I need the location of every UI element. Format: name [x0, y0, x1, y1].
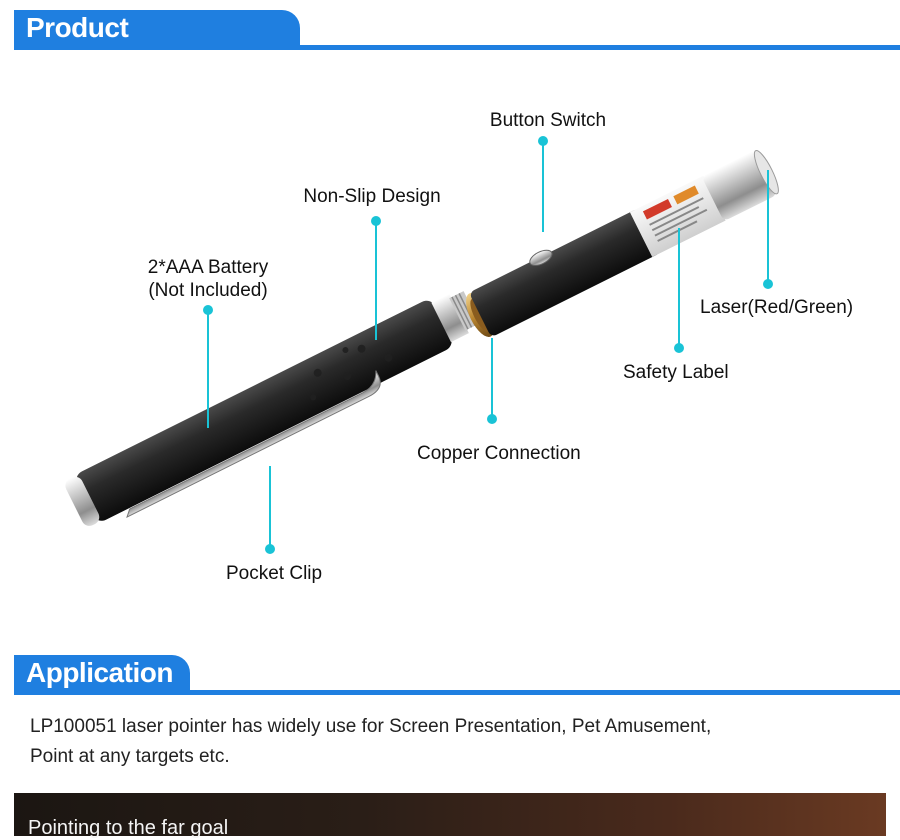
- callout-dot: [674, 343, 684, 353]
- callout-non-slip-design: Non-Slip Design: [303, 186, 441, 207]
- callout-dot: [265, 544, 275, 554]
- callout-dot: [487, 414, 497, 424]
- application-title: Application: [14, 655, 190, 691]
- callout-button-switch: Button Switch: [489, 110, 607, 131]
- application-description: LP100051 laser pointer has widely use fo…: [30, 712, 850, 772]
- callout-leader: [767, 170, 769, 282]
- header-rule: [14, 690, 900, 695]
- callout-battery-line1: 2*AAA Battery: [147, 257, 269, 278]
- callout-battery: 2*AAA Battery (Not Included): [138, 256, 278, 302]
- callout-laser: Laser(Red/Green): [700, 297, 854, 318]
- product-introduction-header: Product Introduction: [14, 10, 900, 79]
- header-rule: [14, 45, 900, 50]
- lower-barrel: [65, 291, 480, 526]
- banner-text: Pointing to the far goal: [28, 817, 229, 839]
- product-introduction-title: Product Introduction: [14, 10, 300, 79]
- callout-leader: [542, 140, 544, 232]
- callout-leader: [491, 338, 493, 416]
- callout-leader: [269, 466, 271, 546]
- callout-leader: [207, 310, 209, 428]
- callout-leader: [375, 220, 377, 340]
- application-line1: LP100051 laser pointer has widely use fo…: [30, 716, 712, 737]
- application-header: Application: [14, 655, 900, 695]
- callout-dot: [763, 279, 773, 289]
- application-line2: Point at any targets etc.: [30, 746, 230, 767]
- callout-copper-connection: Copper Connection: [417, 443, 581, 464]
- callout-leader: [678, 228, 680, 346]
- laser-pointer-illustration: [65, 150, 779, 526]
- callout-safety-label: Safety Label: [623, 362, 729, 383]
- bottom-banner: Pointing to the far goal: [14, 793, 886, 839]
- upper-barrel: [466, 150, 779, 337]
- callout-pocket-clip: Pocket Clip: [226, 563, 323, 584]
- callout-battery-line2: (Not Included): [148, 280, 268, 301]
